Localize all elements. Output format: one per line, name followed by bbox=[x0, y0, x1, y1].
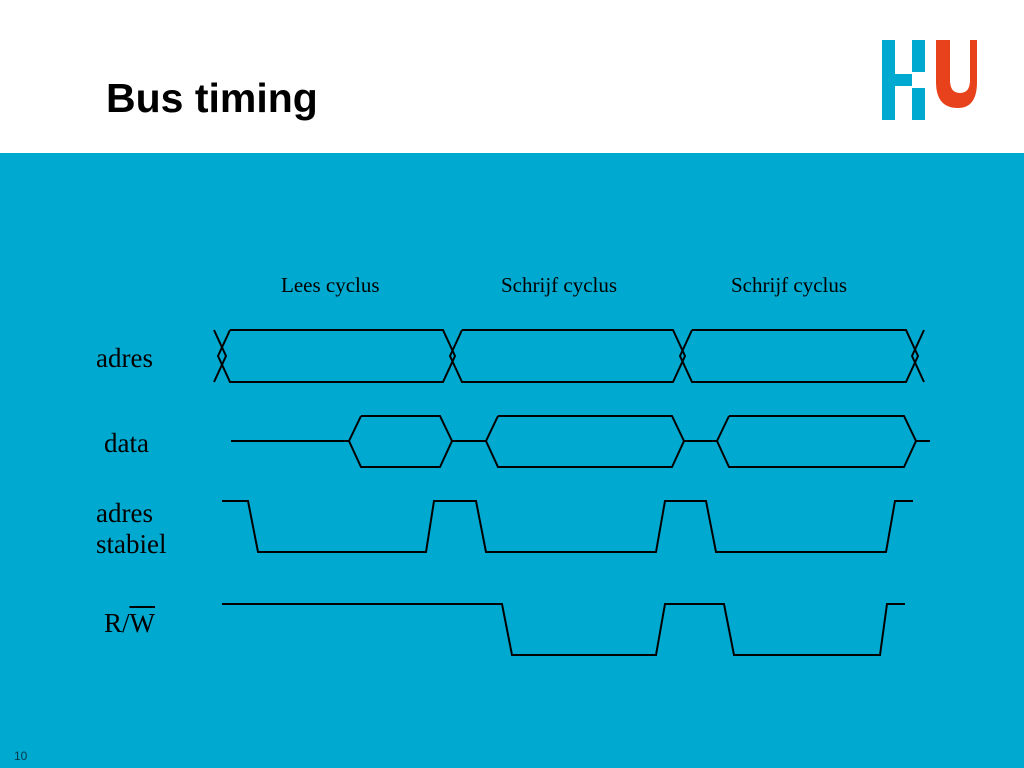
cycle-label-write-1: Schrijf cyclus bbox=[501, 273, 618, 297]
page-number: 10 bbox=[14, 749, 28, 763]
slide-header: Bus timing bbox=[0, 0, 1024, 153]
rw-waveform bbox=[222, 603, 905, 656]
data-waveform bbox=[231, 415, 930, 468]
rw-prefix: R/ bbox=[104, 608, 130, 638]
diagram-area bbox=[0, 153, 1024, 768]
cycle-label-write-2: Schrijf cyclus bbox=[731, 273, 848, 297]
signal-label-data: data bbox=[104, 428, 149, 458]
signal-label-adres-stabiel: adres stabiel bbox=[96, 498, 167, 560]
hu-logo bbox=[882, 40, 977, 120]
cycle-label-read: Lees cyclus bbox=[281, 273, 380, 297]
adres-waveform bbox=[213, 329, 925, 383]
signal-label-rw: R/W bbox=[104, 608, 155, 639]
rw-bar-w: W bbox=[129, 608, 155, 638]
signal-label-adres: adres bbox=[96, 343, 153, 373]
slide-title: Bus timing bbox=[106, 75, 318, 121]
adres-stabiel-waveform bbox=[222, 500, 913, 553]
